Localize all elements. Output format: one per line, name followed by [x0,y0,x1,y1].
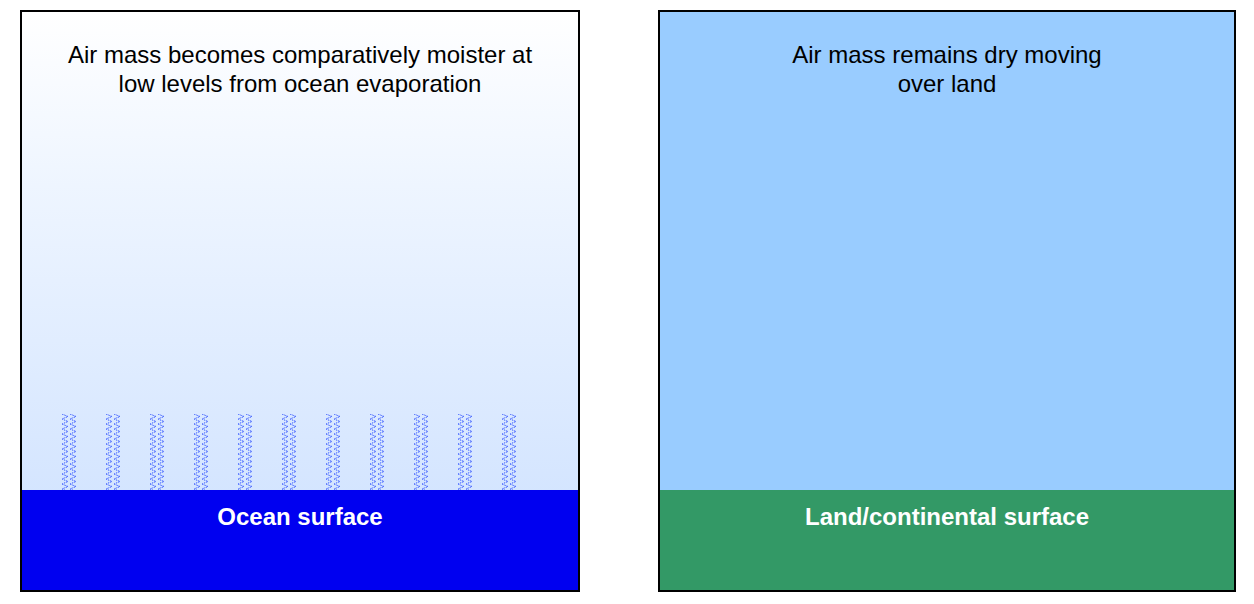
land-surface-band: Land/continental surface [660,490,1234,590]
node-text: Air mass becomes comparatively moister a… [60,40,540,98]
ocean-surface-band: Ocean surface [22,490,578,590]
node-text: Land/continental surface [677,502,1217,531]
air-mass-panel: Air mass becomes comparatively moister a… [20,10,580,592]
evaporation-waves [58,414,558,490]
node-text: Air mass remains dry moving over land [767,40,1127,98]
node-text: Ocean surface [40,502,560,531]
air-mass-panel: Air mass remains dry moving over landLan… [658,10,1236,592]
